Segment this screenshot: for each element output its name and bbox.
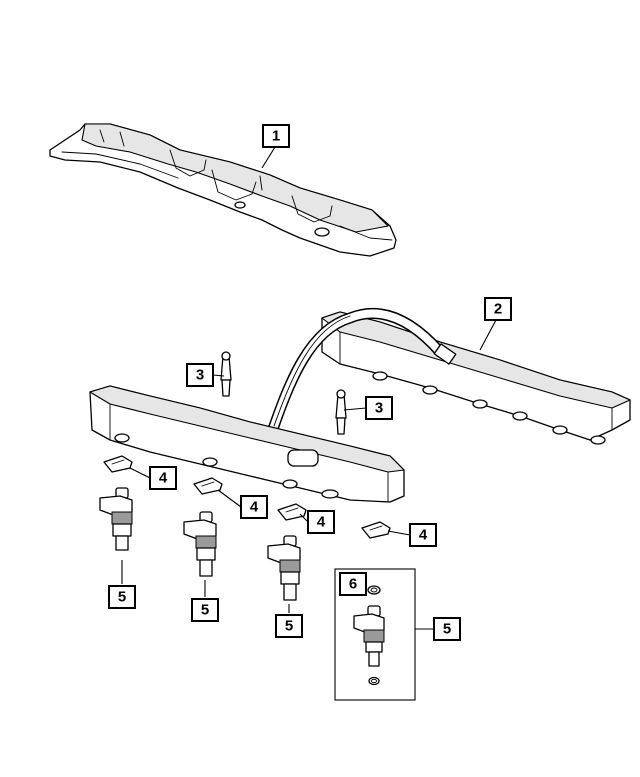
callout-5-b-label: 5 [201,602,209,619]
front-rail-injector-cups [114,433,298,489]
callout-5-b: 5 [191,598,219,622]
part-fuel-rail-cover [49,123,397,257]
callout-3-lower: 3 [365,396,393,420]
callout-4-b-label: 4 [250,499,259,516]
callout-5-c: 5 [275,614,303,638]
part-clip-d [361,521,391,539]
callout-3-upper: 3 [186,363,214,387]
callout-5-a: 5 [108,585,136,609]
part-o-ring-upper [367,585,381,595]
rear-rail-injector-cups [372,371,606,445]
callout-6-label: 6 [349,576,357,593]
callout-6: 6 [339,572,367,596]
part-injector-d [353,605,385,667]
callout-5-d-label: 5 [443,621,451,638]
callout-4-a: 4 [149,466,177,490]
part-injector-a [99,487,133,551]
part-fitting-lower [335,389,347,435]
part-clip-a [103,455,133,473]
injector-kit-frame [334,568,416,701]
callout-2-label: 2 [494,301,502,318]
callout-5-a-label: 5 [118,589,126,606]
part-clip-b [193,477,223,495]
part-fuel-rail-assembly [89,308,631,503]
callout-5-d: 5 [433,617,461,641]
callout-2: 2 [484,297,512,321]
callout-3-upper-label: 3 [196,367,204,384]
callout-4-c-label: 4 [317,514,326,531]
callout-4-a-label: 4 [159,470,168,487]
part-fitting-upper [220,351,232,397]
callout-4-b: 4 [240,495,268,519]
callout-3-lower-label: 3 [375,400,383,417]
part-injector-c [267,535,301,601]
part-injector-b [183,511,217,577]
callout-4-c: 4 [307,510,335,534]
callout-1: 1 [262,124,290,148]
leader-lines [121,146,497,630]
callout-5-c-label: 5 [285,618,293,635]
part-clip-c [277,503,307,521]
part-o-ring-lower [368,676,380,686]
callout-4-d: 4 [409,523,437,547]
callout-4-d-label: 4 [419,527,428,544]
callout-1-label: 1 [272,128,280,145]
